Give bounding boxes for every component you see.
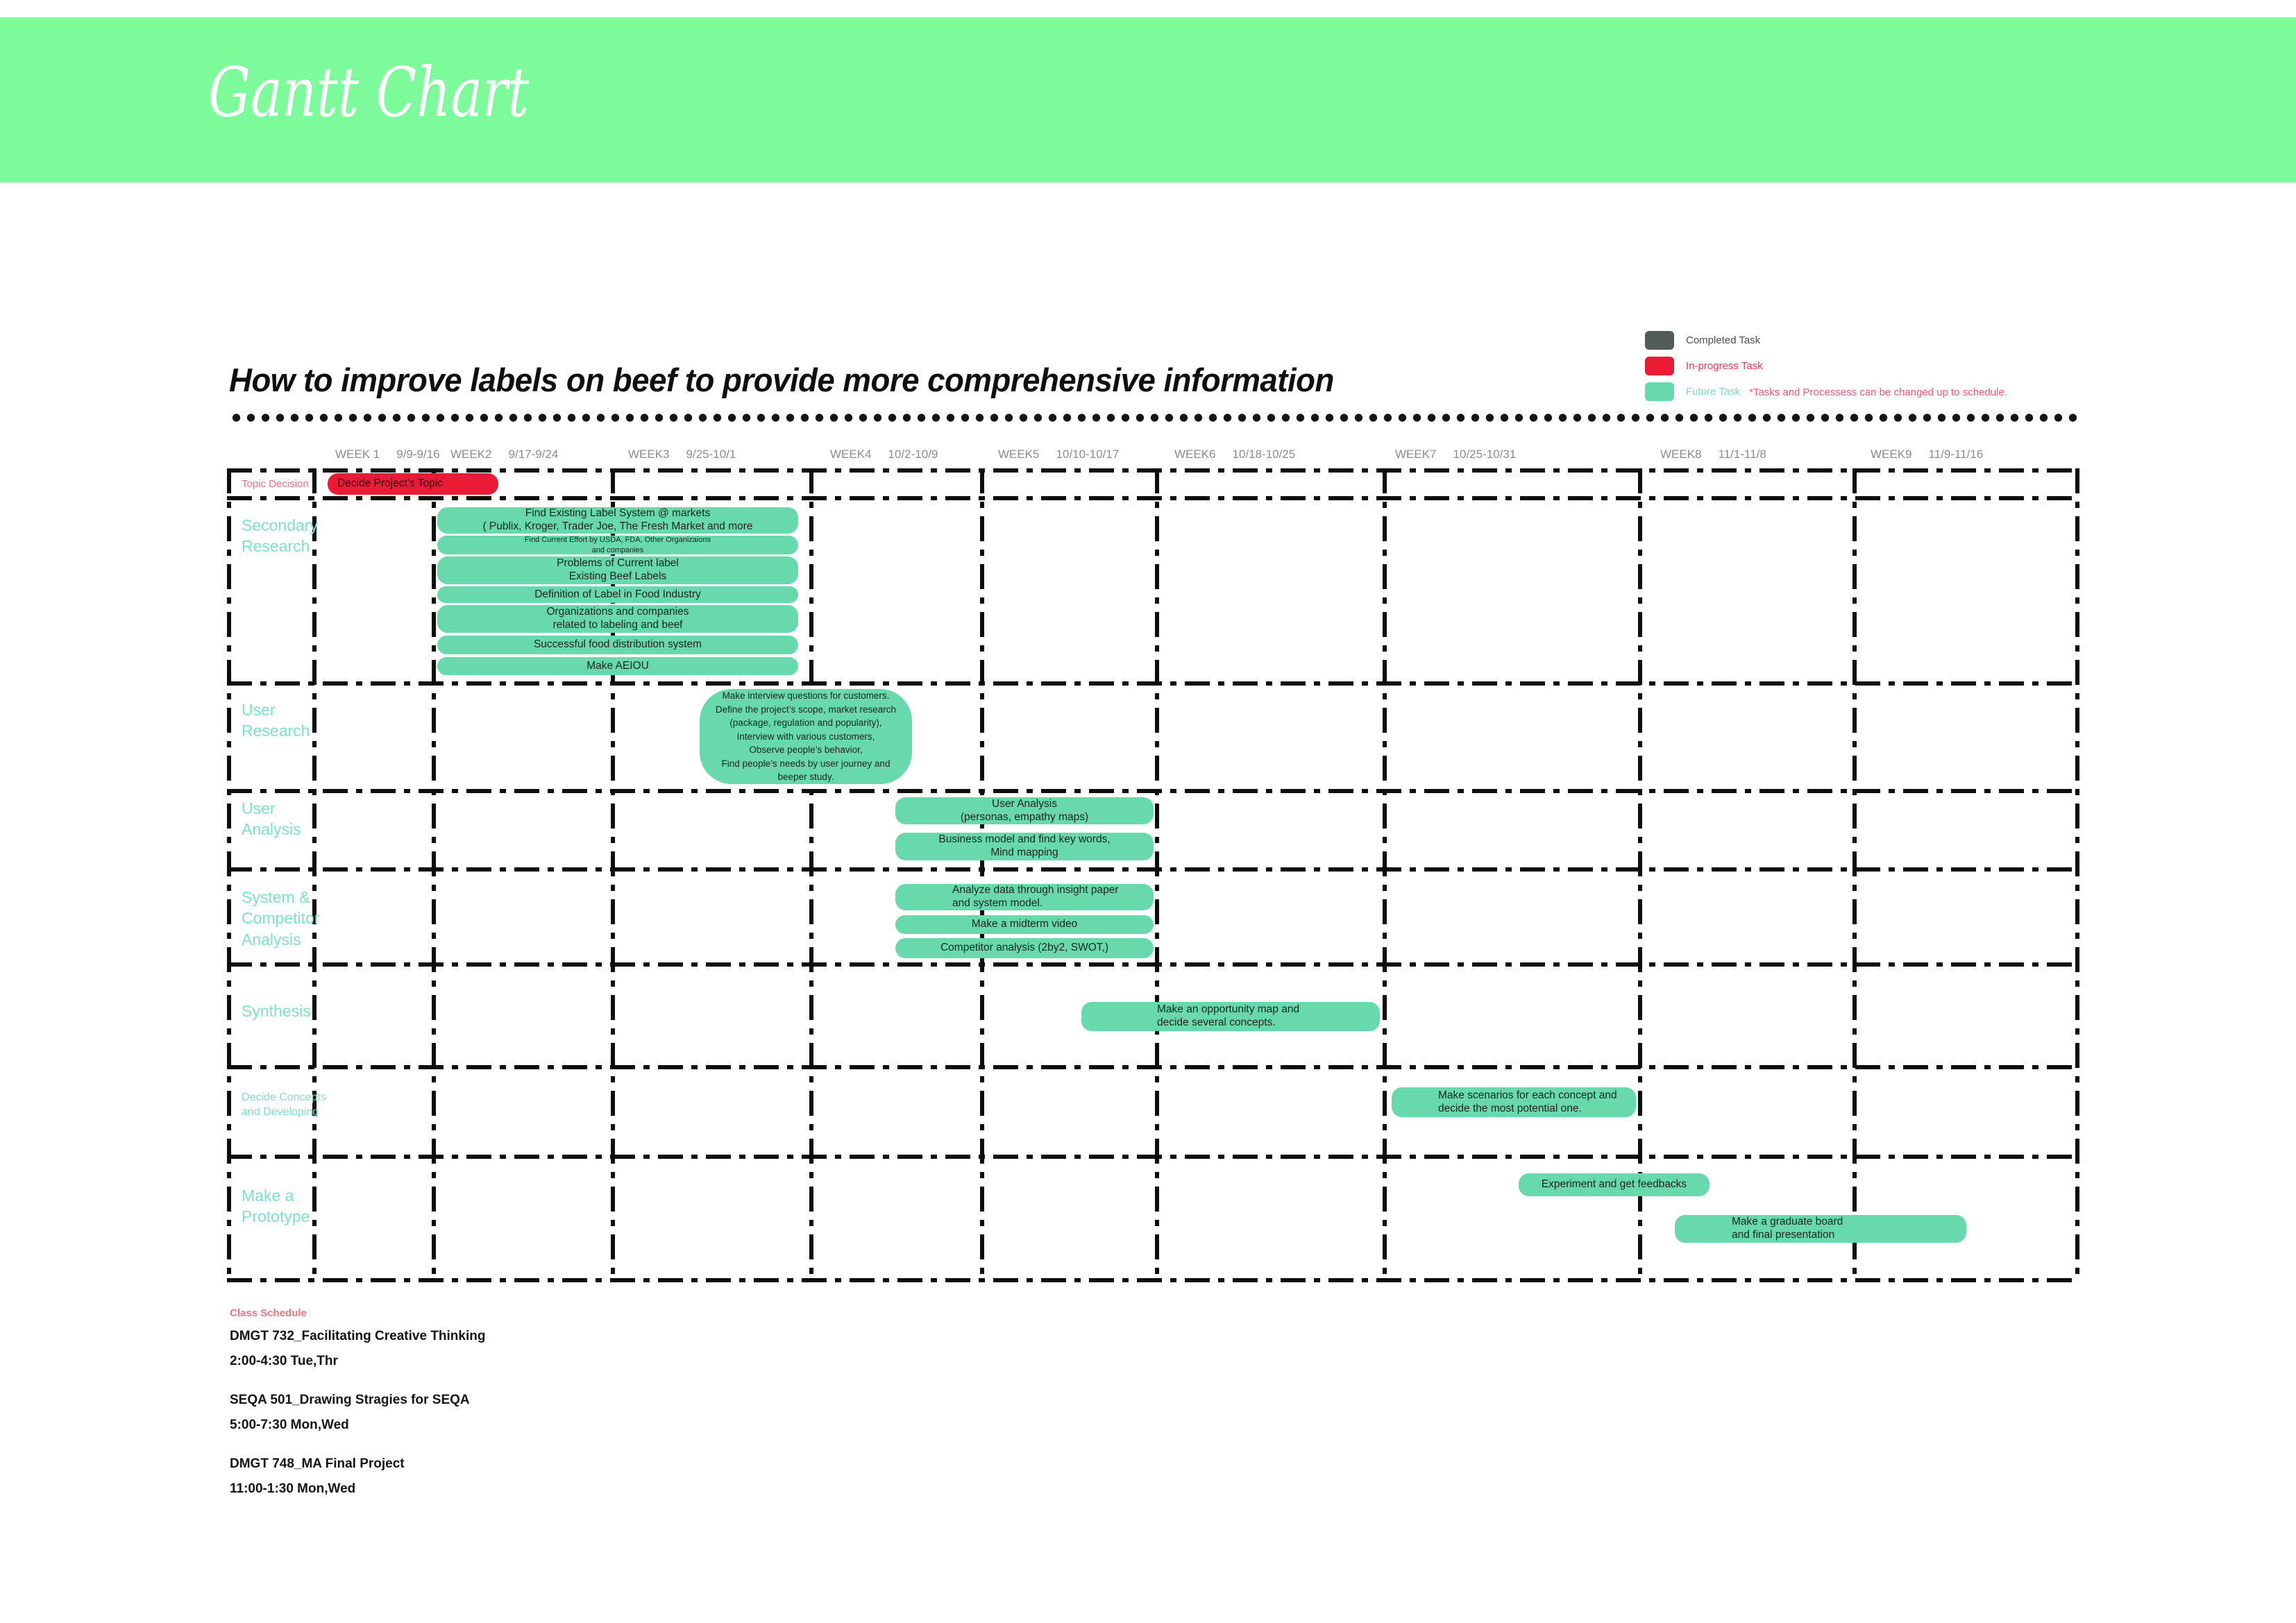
row-label: Topic Decision xyxy=(242,477,309,491)
week-range: 10/2-10/9 xyxy=(888,448,938,461)
row-label: Make a Prototype xyxy=(242,1185,310,1227)
grid-column-line xyxy=(809,468,813,1282)
header-banner: Gantt Chart xyxy=(0,17,2296,182)
week-range: 10/25-10/31 xyxy=(1453,448,1517,461)
course-item: DMGT 732_Facilitating Creative Thinking 2… xyxy=(230,1329,485,1369)
grid-column-line xyxy=(1155,468,1159,1282)
grid-column-line xyxy=(1638,468,1642,1282)
grid-row-line xyxy=(227,1155,2079,1159)
row-label: User Analysis xyxy=(242,798,301,840)
task-bar: Make an opportunity map and decide sever… xyxy=(1081,1002,1380,1031)
week-name: WEEK3 xyxy=(628,448,670,461)
grid-column-line xyxy=(2075,468,2079,1282)
week-header-5: WEEK5 10/10-10/17 xyxy=(998,448,1119,461)
course-name: DMGT 732_Facilitating Creative Thinking xyxy=(230,1329,485,1344)
task-blob: Make interview questions for customers. … xyxy=(700,689,912,784)
grid-row-line xyxy=(227,468,2079,473)
task-bar: Make a midterm video xyxy=(895,915,1154,934)
class-schedule: Class Schedule DMGT 732_Facilitating Cre… xyxy=(230,1307,485,1520)
week-range: 9/9-9/16 xyxy=(396,448,439,461)
week-name: WEEK8 xyxy=(1660,448,1702,461)
task-bar: Problems of Current label Existing Beef … xyxy=(437,556,798,584)
task-bar: Make scenarios for each concept and deci… xyxy=(1392,1087,1636,1117)
legend-item-completed: Completed Task xyxy=(1645,331,1760,350)
week-header-3: WEEK3 9/25-10/1 xyxy=(628,448,736,461)
task-bar: Business model and find key words, Mind … xyxy=(895,833,1154,860)
in-progress-swatch-icon xyxy=(1645,357,1674,375)
course-time: 2:00-4:30 Tue,Thr xyxy=(230,1354,485,1369)
dotted-separator xyxy=(229,414,2077,422)
week-header-8: WEEK8 11/1-11/8 xyxy=(1660,448,1766,461)
future-swatch-icon xyxy=(1645,382,1674,401)
week-name: WEEK7 xyxy=(1395,448,1437,461)
week-name: WEEK2 xyxy=(450,448,492,461)
week-header-1: WEEK 1 9/9-9/16 xyxy=(335,448,440,461)
week-name: WEEK9 xyxy=(1871,448,1912,461)
week-range: 10/10-10/17 xyxy=(1056,448,1120,461)
row-label: Secondary Research xyxy=(242,515,318,557)
grid-row-line xyxy=(227,681,2079,686)
grid-row-line xyxy=(227,789,2079,793)
week-header-7: WEEK7 10/25-10/31 xyxy=(1395,448,1516,461)
task-bar: Experiment and get feedbacks xyxy=(1519,1173,1710,1196)
week-header-9: WEEK9 11/9-11/16 xyxy=(1871,448,1983,461)
row-label: System & Competitor Analysis xyxy=(242,887,319,950)
legend-label: Completed Task xyxy=(1686,334,1760,346)
grid-column-line xyxy=(1383,468,1387,1282)
legend-label: Future Task xyxy=(1686,386,1740,398)
course-name: DMGT 748_MA Final Project xyxy=(230,1456,485,1472)
grid-column-line xyxy=(227,468,231,1282)
grid-column-line xyxy=(1852,468,1857,1282)
week-range: 11/9-11/16 xyxy=(1929,448,1984,461)
task-bar: User Analysis (personas, empathy maps) xyxy=(895,797,1154,824)
task-bar: Organizations and companies related to l… xyxy=(437,605,798,633)
task-bar: Decide Project’s Topic xyxy=(328,473,498,495)
course-time: 11:00-1:30 Mon,Wed xyxy=(230,1481,485,1497)
week-header-4: WEEK4 10/2-10/9 xyxy=(830,448,938,461)
week-name: WEEK4 xyxy=(830,448,872,461)
task-bar: Analyze data through insight paper and s… xyxy=(895,884,1154,910)
grid-row-line xyxy=(227,962,2079,967)
grid-row-line xyxy=(227,1065,2079,1069)
banner-title: Gantt Chart xyxy=(208,53,529,133)
task-bar: Competitor analysis (2by2, SWOT,) xyxy=(895,938,1154,958)
row-label: Decide Concepts and Developing xyxy=(242,1091,326,1120)
legend-item-future: Future Task xyxy=(1645,382,1740,401)
completed-swatch-icon xyxy=(1645,331,1674,350)
task-bar: Find Existing Label System @ markets ( P… xyxy=(437,507,798,534)
week-range: 10/18-10/25 xyxy=(1233,448,1296,461)
legend-label: In-progress Task xyxy=(1686,360,1763,372)
grid-column-line xyxy=(432,468,436,1282)
week-name: WEEK6 xyxy=(1174,448,1216,461)
week-name: WEEK5 xyxy=(998,448,1040,461)
row-label: User Research xyxy=(242,699,310,742)
week-range: 11/1-11/8 xyxy=(1719,448,1766,461)
row-label: Synthesis xyxy=(242,1001,311,1021)
week-header-6: WEEK6 10/18-10/25 xyxy=(1174,448,1295,461)
week-header-row: WEEK 1 9/9-9/16 WEEK2 9/17-9/24 WEEK3 9/25-10… xyxy=(0,448,2296,463)
grid-column-line xyxy=(312,468,316,1282)
week-header-2: WEEK2 9/17-9/24 xyxy=(450,448,558,461)
grid-column-line xyxy=(980,468,984,1282)
week-range: 9/25-10/1 xyxy=(686,448,736,461)
grid-row-line xyxy=(227,867,2079,872)
course-name: SEQA 501_Drawing Stragies for SEQA xyxy=(230,1393,485,1408)
task-bar: Make AEIOU xyxy=(437,657,798,675)
course-list: DMGT 732_Facilitating Creative Thinking 2… xyxy=(230,1329,485,1497)
task-bar: Find Current Effort by USDA, FDA, Other … xyxy=(437,536,798,554)
week-range: 9/17-9/24 xyxy=(509,448,559,461)
course-item: DMGT 748_MA Final Project 11:00-1:30 Mon,… xyxy=(230,1456,485,1497)
week-name: WEEK 1 xyxy=(335,448,380,461)
legend-note: *Tasks and Processess can be changed up … xyxy=(1749,386,2007,398)
legend-item-in-progress: In-progress Task xyxy=(1645,357,1763,375)
grid-row-line xyxy=(227,496,2079,500)
task-bar: Definition of Label in Food Industry xyxy=(437,586,798,603)
task-bar: Make a graduate board and final presenta… xyxy=(1675,1215,1966,1243)
class-schedule-heading: Class Schedule xyxy=(230,1307,485,1319)
task-bar: Successful food distribution system xyxy=(437,636,798,654)
grid-row-line xyxy=(227,1278,2079,1282)
course-item: SEQA 501_Drawing Stragies for SEQA 5:00-7… xyxy=(230,1393,485,1433)
course-time: 5:00-7:30 Mon,Wed xyxy=(230,1418,485,1433)
page-title: How to improve labels on beef to provide… xyxy=(229,361,1334,399)
